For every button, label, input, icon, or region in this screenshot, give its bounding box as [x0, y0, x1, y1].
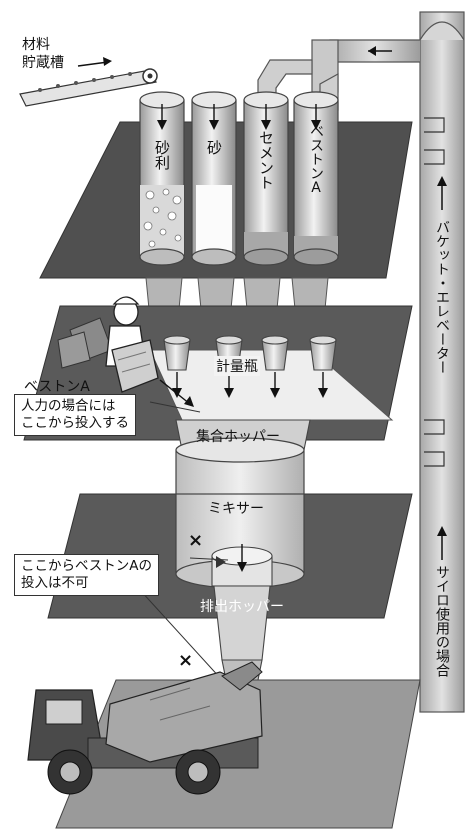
mixer-label: ミキサー: [208, 501, 264, 517]
bucket-elevator-label: バケット・エレベーター: [434, 220, 450, 374]
manual-input-note-line1: 人力の場合には: [21, 398, 116, 414]
silo-label-sand: 砂: [205, 140, 223, 155]
mixer-truck: [27, 661, 263, 795]
bestone-a-label: ベストンA: [24, 379, 90, 395]
storage-label-line1: 材料: [22, 37, 50, 53]
bucket-elevator: [257, 11, 465, 713]
discharge-hopper-label: 排出ホッパー: [200, 599, 284, 615]
storage-label-line2: 貯蔵槽: [22, 55, 64, 71]
storage-label: 材料 貯蔵槽: [22, 36, 64, 72]
silo-label-bestone: ベストンA: [308, 124, 324, 196]
worker-with-bags: [57, 296, 194, 407]
manual-input-note: 人力の場合には ここから投入する: [14, 394, 136, 436]
silo-label-cement: セメント: [257, 130, 275, 190]
forbidden-input-note-line2: 投入は不可: [21, 575, 89, 591]
silo-cement: [243, 91, 289, 266]
forbidden-input-note: ここからベストンAの 投入は不可: [14, 554, 160, 596]
silo-label-gravel: 砂利: [153, 140, 171, 170]
material-conveyor: [19, 57, 158, 107]
weighing-bottle-label: 計量瓶: [214, 356, 260, 376]
x-mark-mixer: ×: [188, 530, 204, 551]
manual-input-note-line2: ここから投入する: [21, 415, 129, 431]
silo-gravel: [139, 91, 185, 266]
silo-case-label: サイロ使用の場合: [434, 565, 450, 677]
x-mark-truck: ×: [178, 650, 194, 671]
silo-bestone: [293, 91, 339, 266]
collecting-hopper-label: 集合ホッパー: [196, 429, 280, 445]
forbidden-input-note-line1: ここからベストンAの: [21, 558, 153, 574]
silo-sand: [191, 91, 237, 266]
